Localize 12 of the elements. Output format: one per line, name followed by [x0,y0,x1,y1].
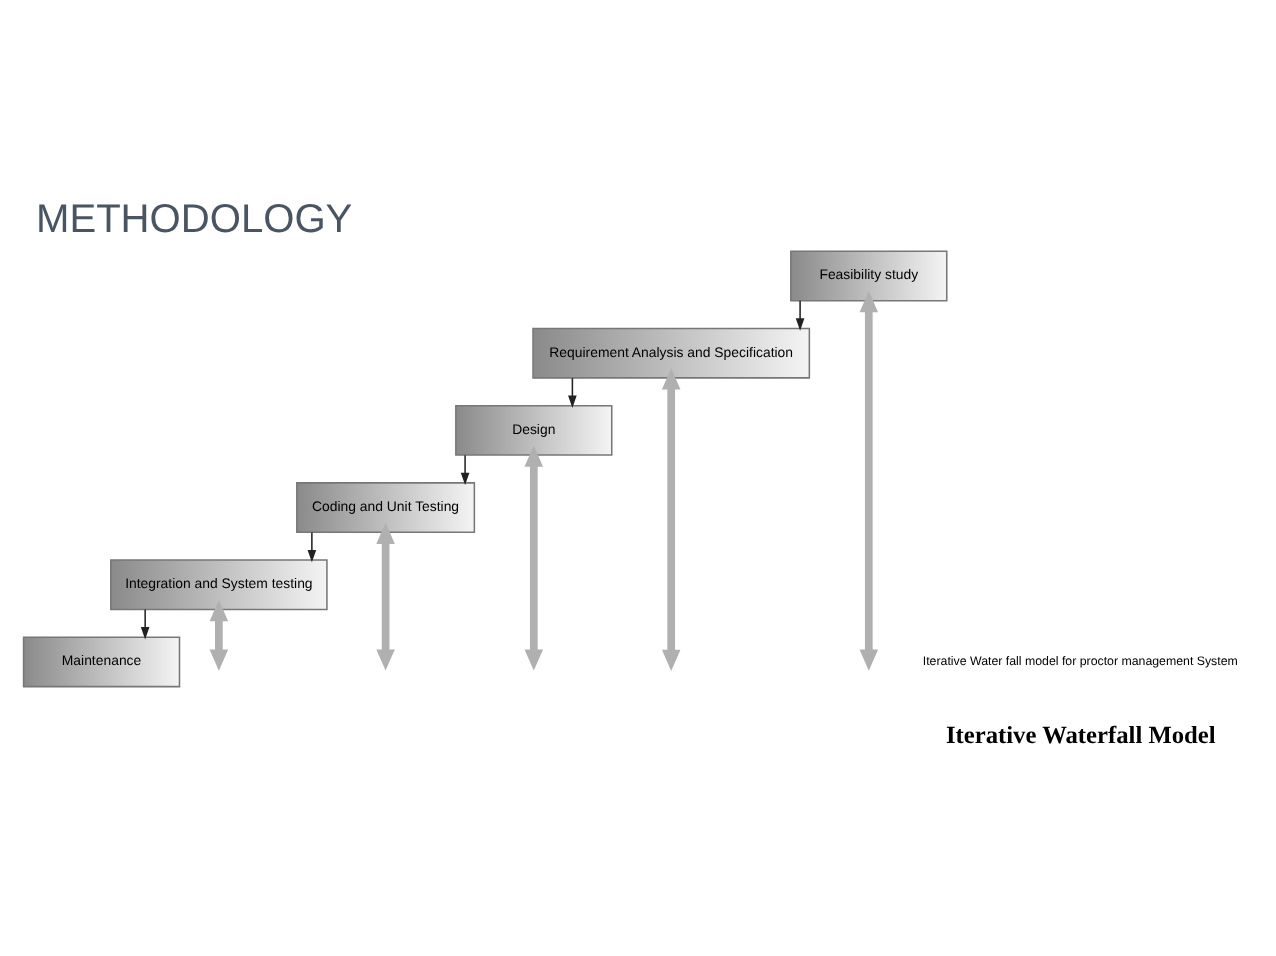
arrow [859,290,879,670]
arrow [140,607,150,639]
caption: Iterative Waterfall Model [945,720,1216,749]
arrow [460,453,470,485]
arrow [661,367,681,670]
arrow [209,598,229,670]
arrow [307,530,317,562]
arrow [524,444,544,670]
diagram-title: METHODOLOGY [36,197,353,242]
arrow [568,376,577,407]
arrow [795,299,805,330]
arrow [376,521,395,670]
